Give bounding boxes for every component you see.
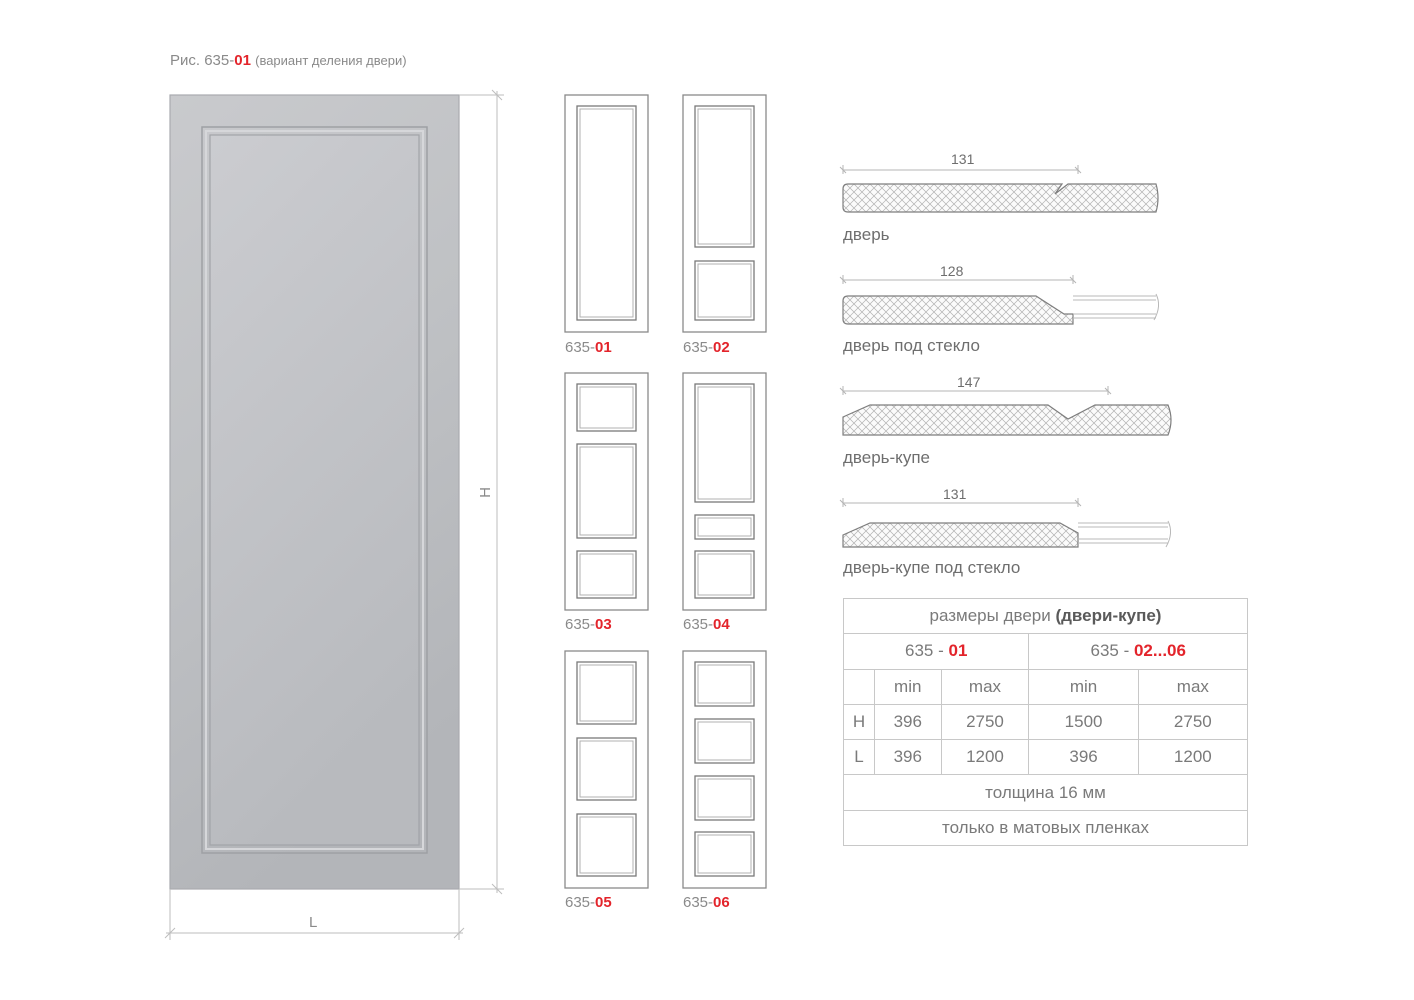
- table-row: min max min max: [843, 668, 1249, 705]
- figure-caption: Рис. 635-01 (вариант деления двери): [170, 52, 407, 69]
- door-variant-04[interactable]: [682, 372, 768, 612]
- height-label: H: [476, 487, 494, 498]
- profile-sliding-door-glass: [839, 498, 1172, 548]
- door-variant-06[interactable]: [682, 650, 768, 890]
- width-label: L: [309, 914, 318, 931]
- main-door-drawing: [164, 89, 504, 940]
- door-variant-02[interactable]: [682, 94, 768, 334]
- variant-label-05: 635-05: [565, 894, 612, 911]
- profile-door-glass: [839, 275, 1160, 325]
- door-variant-01[interactable]: [564, 94, 650, 334]
- thickness-note: толщина 16 мм: [843, 774, 1248, 811]
- group-header-02-06: 635 - 02...06: [1028, 633, 1248, 670]
- variant-label-06: 635-06: [683, 894, 730, 911]
- profile-door-label: дверь: [843, 225, 890, 244]
- profile-sliding-door-dimension: 147: [957, 374, 981, 390]
- variant-label-02: 635-02: [683, 339, 730, 356]
- caption-prefix: Рис. 635-: [170, 52, 235, 69]
- variant-label-01: 635-01: [565, 339, 612, 356]
- profile-sliding-door-glass-label: дверь-купе под стекло: [843, 558, 1021, 577]
- profile-door-glass-label: дверь под стекло: [843, 336, 980, 355]
- caption-code: 01: [234, 52, 251, 69]
- door-sizes-table: размеры двери (двери-купе) 635 - 01 635 …: [842, 597, 1249, 847]
- door-variant-03[interactable]: [564, 372, 650, 612]
- profile-door-dimension: 131: [951, 151, 975, 167]
- profile-sliding-door-label: дверь-купе: [843, 448, 930, 467]
- door-panel: [209, 134, 420, 846]
- finish-note: только в матовых пленках: [843, 809, 1248, 847]
- variant-label-04: 635-04: [683, 616, 730, 633]
- group-header-01: 635 - 01: [842, 633, 1030, 670]
- caption-subtitle: (вариант деления двери): [255, 53, 407, 68]
- table-row: H 396 2750 1500 2750: [843, 703, 1249, 741]
- table-row: L 396 1200 396 1200: [843, 739, 1249, 776]
- door-frame-outer: [201, 126, 428, 854]
- door-frame-mid: [205, 130, 424, 850]
- profile-sliding-door: [839, 386, 1172, 436]
- profile-sliding-door-glass-dimension: 131: [943, 486, 967, 502]
- profile-door: [839, 165, 1159, 213]
- variant-label-03: 635-03: [565, 616, 612, 633]
- height-dimension: [459, 89, 504, 895]
- profile-door-glass-dimension: 128: [940, 263, 964, 279]
- table-title: размеры двери (двери-купе): [843, 597, 1248, 635]
- door-variant-05[interactable]: [564, 650, 650, 890]
- width-dimension: [164, 889, 465, 940]
